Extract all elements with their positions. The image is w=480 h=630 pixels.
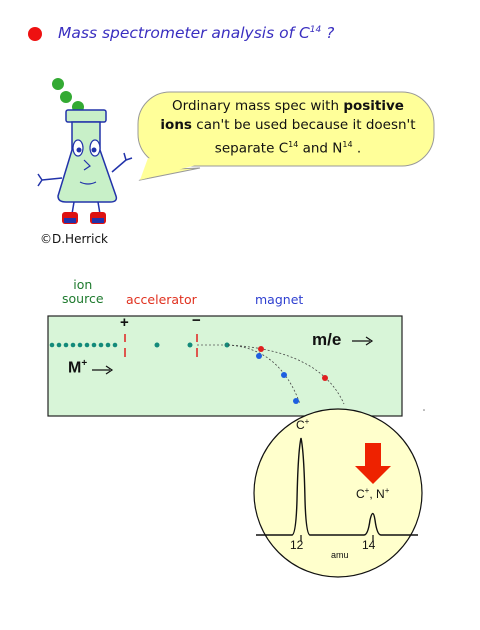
minus-sign-label: − — [192, 312, 201, 329]
heavy-ion-dot — [258, 346, 264, 352]
plus-sign-label: + — [120, 314, 129, 331]
light-ion-dot — [293, 398, 299, 404]
axis-unit-label: amu — [331, 550, 349, 560]
spectrometer-panel — [47, 315, 403, 417]
ion-trajectories — [227, 344, 345, 405]
ion-beam — [49, 342, 230, 348]
accelerator-plates — [124, 334, 226, 357]
flask-character — [37, 78, 133, 224]
spectrum-trace — [256, 437, 418, 536]
page-title: Mass spectrometer analysis of C14 ? — [58, 24, 335, 42]
heavy-ion-dot — [322, 375, 328, 381]
me-label: m/e — [312, 330, 342, 349]
light-ion-dot — [281, 372, 287, 378]
down-arrow-icon — [355, 443, 391, 484]
ion-m-label: M+ — [68, 358, 88, 377]
speech-bubble — [137, 91, 435, 181]
tick-label-12: 12 — [290, 538, 304, 552]
direction-arrows — [92, 336, 374, 375]
peak2-label: C+, N+ — [356, 486, 390, 501]
spectrum-lens — [253, 408, 423, 578]
copyright-label: ©D.Herrick — [40, 232, 108, 246]
tick-label-14: 14 — [362, 538, 376, 552]
red-bullet-icon — [28, 27, 42, 41]
bubble-dot-icon — [52, 78, 64, 90]
accelerator-label: accelerator — [126, 292, 197, 307]
peak1-label: C+ — [296, 417, 310, 432]
bubble-dot-icon — [60, 91, 72, 103]
magnet-label: magnet — [255, 292, 304, 307]
light-ion-dot — [256, 353, 262, 359]
